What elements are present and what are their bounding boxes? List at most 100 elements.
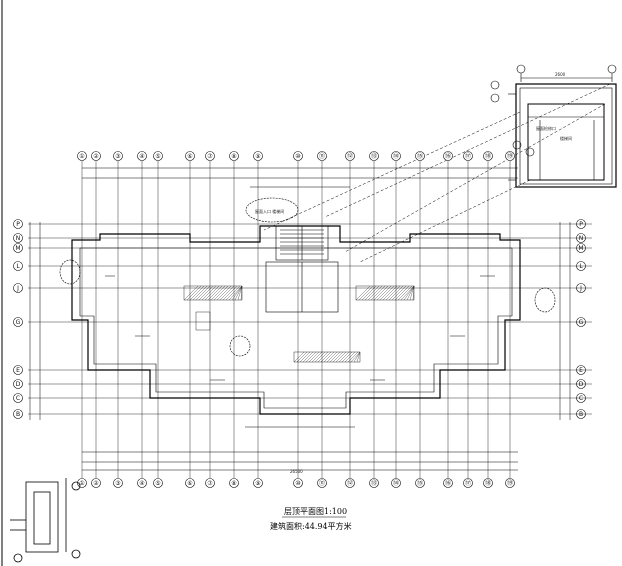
- top-axis-12: [345, 151, 355, 161]
- bottom-axis-16: [443, 478, 453, 488]
- top-axis-16: [443, 151, 453, 161]
- top-axis-11: [317, 151, 327, 161]
- penthouse-label: 楼梯间: [560, 135, 572, 141]
- bottom-axis-4-label: ④: [139, 480, 144, 487]
- left-axis-B: [13, 409, 23, 419]
- bottom-axis-17-label: ⑰: [465, 479, 471, 487]
- stair-note: 屋面入口 楼梯间: [255, 208, 284, 214]
- bottom-axis-19: [505, 478, 515, 488]
- left-axis-J: [13, 283, 23, 293]
- bottom-axis-3: [113, 478, 123, 488]
- bottom-axis-8-label: ⑧: [231, 480, 236, 487]
- top-axis-18: [483, 151, 493, 161]
- revision-clouds: [59, 197, 556, 357]
- bottom-axis-10: [293, 478, 303, 488]
- bottom-axis-15: [415, 478, 425, 488]
- right-axis-C-label: C: [579, 395, 583, 402]
- bottom-axis-13-label: ⑬: [371, 479, 377, 487]
- left-axis-M-label: M: [15, 245, 20, 252]
- bottom-axis-8: [229, 478, 239, 488]
- slope-markers: [105, 275, 495, 381]
- vertical-grid-lines: [81, 161, 511, 478]
- bottom-axis-11: [317, 478, 327, 488]
- top-axis-19: [505, 151, 515, 161]
- bottom-axis-10-label: ⑩: [295, 480, 300, 487]
- left-axis-C: [13, 393, 23, 403]
- bottom-axis-4: [137, 478, 147, 488]
- right-axis-D-label: D: [579, 381, 584, 388]
- left-axis-L-label: L: [16, 263, 20, 270]
- top-dimension-lines: [82, 167, 518, 188]
- bottom-axis-17: [463, 478, 473, 488]
- top-axis-16-label: ⑯: [445, 152, 451, 160]
- projection-lines: [263, 83, 611, 263]
- top-axis-7: [205, 151, 215, 161]
- bottom-axis-9: [253, 478, 263, 488]
- right-axis-M-label: M: [578, 245, 583, 252]
- penthouse-dim: 2600: [555, 72, 566, 77]
- building-outline: [71, 225, 521, 415]
- bottom-axis-6: [185, 478, 195, 488]
- right-axis-P-label: P: [579, 221, 583, 228]
- top-axis-2-label: ②: [93, 153, 99, 160]
- left-axis-N-label: N: [16, 235, 21, 242]
- bottom-axis-2-label: ②: [93, 480, 99, 487]
- left-axis-D: [13, 379, 23, 389]
- top-axis-4-label: ④: [139, 153, 144, 160]
- left-axis-G-label: G: [16, 319, 21, 326]
- bottom-axis-9-label: ⑨: [255, 480, 260, 487]
- bottom-axis-18: [483, 478, 493, 488]
- side-dimension-lines: [29, 222, 571, 420]
- bottom-axis-7: [205, 478, 215, 488]
- bottom-axis-3-label: ③: [115, 480, 120, 487]
- right-axis-B-label: B: [579, 411, 583, 418]
- top-axis-7-label: ⑦: [207, 153, 213, 160]
- top-axis-1: [77, 151, 87, 161]
- left-axis-E: [13, 365, 23, 375]
- bottom-axis-2: [91, 478, 101, 488]
- hatch-pattern: [183, 285, 415, 363]
- bottom-axis-14-label: ⑭: [393, 479, 399, 487]
- top-axis-17: [463, 151, 473, 161]
- top-axis-13: [369, 151, 379, 161]
- top-axis-9: [253, 151, 263, 161]
- top-axis-15: [415, 151, 425, 161]
- bottom-axis-18-label: ⑱: [485, 479, 491, 487]
- top-axis-12-label: ⑫: [347, 152, 353, 160]
- top-axis-9-label: ⑨: [255, 153, 260, 160]
- top-axis-4: [137, 151, 147, 161]
- bottom-axis-16-label: ⑯: [445, 479, 451, 487]
- bottom-axis-19-label: ⑲: [507, 479, 513, 487]
- bottom-axis-12: [345, 478, 355, 488]
- left-axis-G: [13, 317, 23, 327]
- left-axis-L: [13, 261, 23, 271]
- bottom-axis-6-label: ⑥: [187, 480, 192, 487]
- top-axis-14-label: ⑭: [393, 152, 399, 160]
- top-axis-10: [293, 151, 303, 161]
- left-axis-D-label: D: [16, 381, 21, 388]
- top-axis-10-label: ⑩: [295, 153, 300, 160]
- left-axis-J-label: J: [16, 285, 19, 292]
- bottom-axis-15-label: ⑮: [417, 479, 423, 487]
- overall-dimension: 26500: [290, 469, 303, 474]
- area-note: 建筑面积:44.94平方米: [270, 521, 352, 531]
- top-axis-3-label: ③: [115, 153, 120, 160]
- left-axis-N: [13, 233, 23, 243]
- stair-core: [265, 225, 339, 313]
- left-axis-M: [13, 243, 23, 253]
- top-axis-13-label: ⑬: [371, 152, 377, 160]
- right-axis-E-label: E: [579, 367, 583, 374]
- drawing-title: 层顶平面图1:100: [284, 507, 347, 516]
- left-axis-C-label: C: [16, 395, 20, 402]
- top-axis-5: [153, 151, 163, 161]
- top-axis-8: [229, 151, 239, 161]
- bottom-axis-5-label: ⑤: [155, 480, 160, 487]
- top-axis-6-label: ⑥: [187, 153, 192, 160]
- bottom-axis-12-label: ⑫: [347, 479, 353, 487]
- top-axis-14: [391, 151, 401, 161]
- left-axis-P: [13, 219, 23, 229]
